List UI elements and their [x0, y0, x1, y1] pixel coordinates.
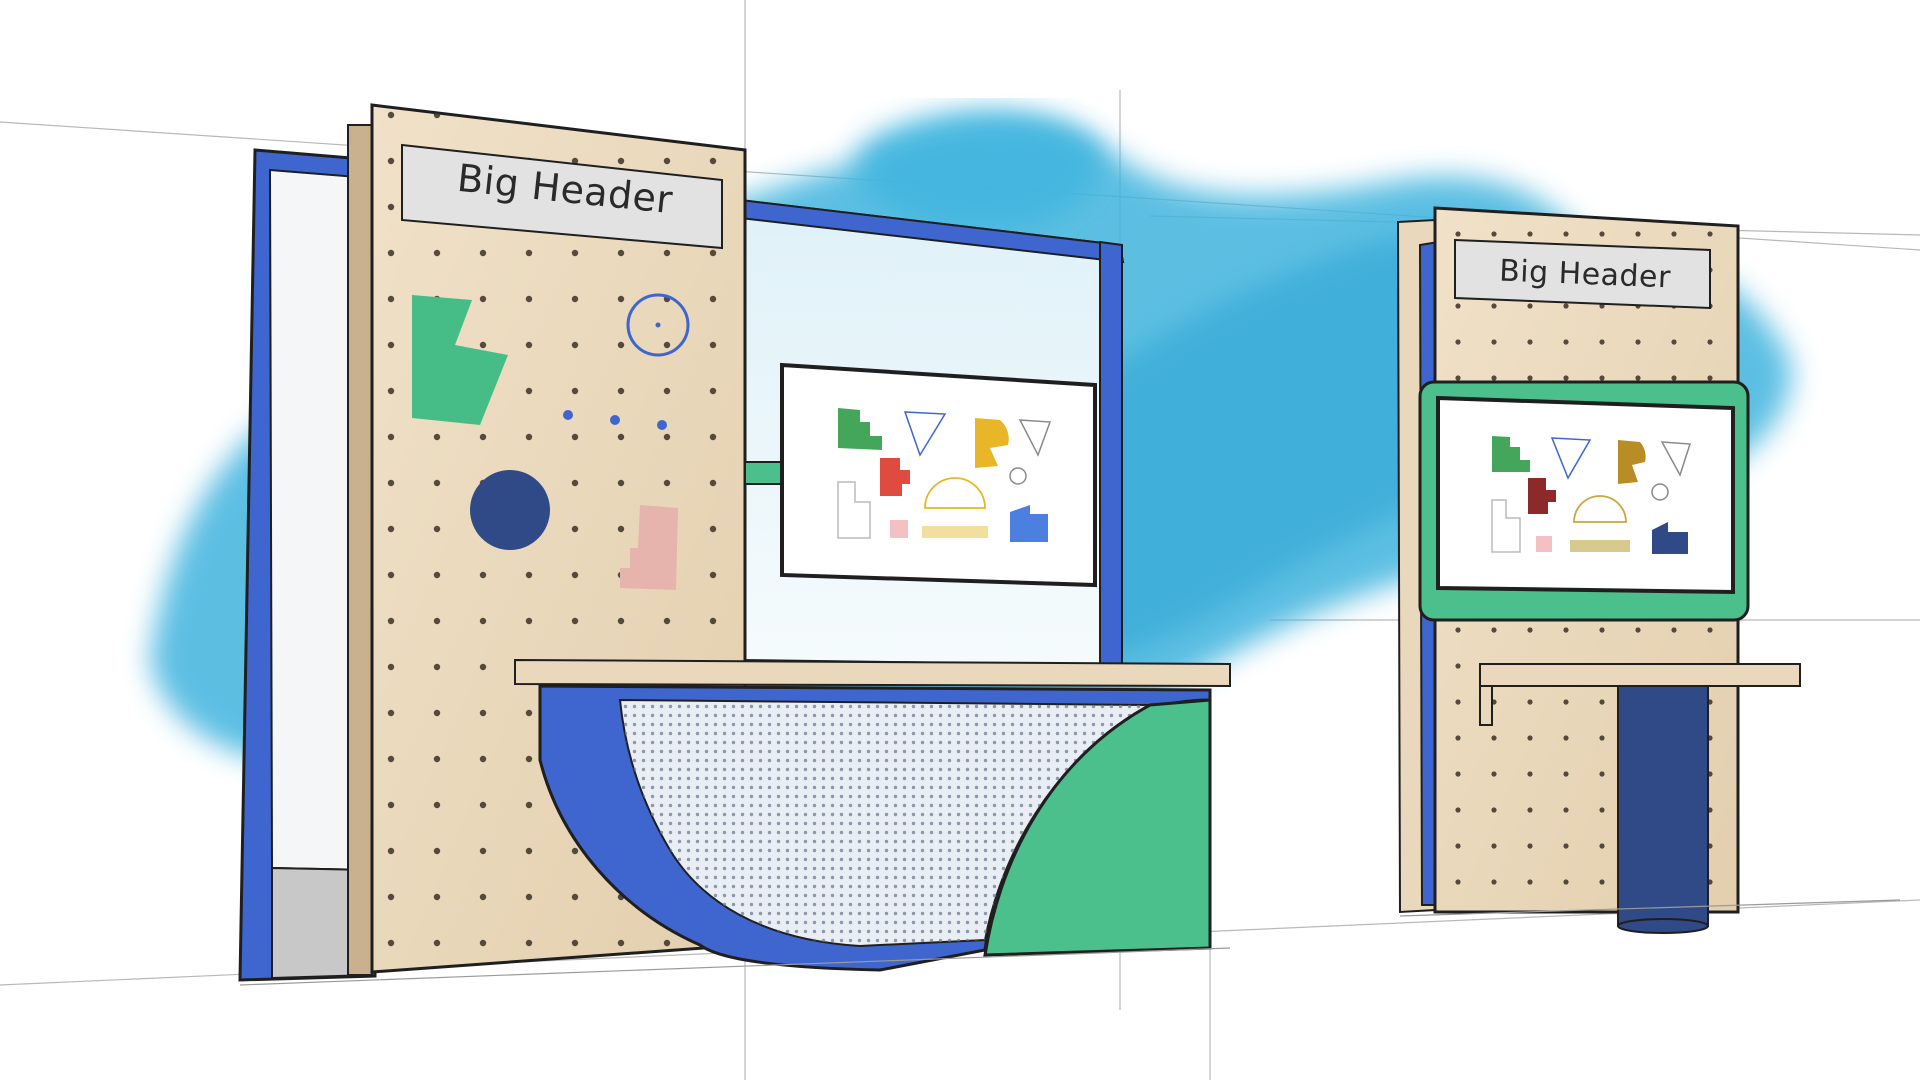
- blue-ring-icon: [626, 293, 690, 357]
- big-header-sign-large: [401, 143, 723, 250]
- navy-column: [1617, 685, 1709, 927]
- desk-top-large: [514, 658, 1231, 688]
- monitor-large-graphics: [837, 408, 1052, 542]
- pink-stepped-shape-icon: [620, 505, 678, 590]
- monitor-small-graphics: [1491, 436, 1692, 554]
- large-kiosk: [238, 103, 1231, 982]
- desk-top-small: [1479, 663, 1801, 687]
- desk-green-panel: [983, 698, 1212, 957]
- small-kiosk: [1396, 206, 1801, 934]
- monitor-small: [1436, 395, 1735, 595]
- green-lightning-shape-icon: [412, 295, 508, 425]
- big-header-sign-small: [1454, 238, 1711, 310]
- navy-circle-icon: [470, 470, 550, 550]
- monitor-large: [780, 362, 1097, 588]
